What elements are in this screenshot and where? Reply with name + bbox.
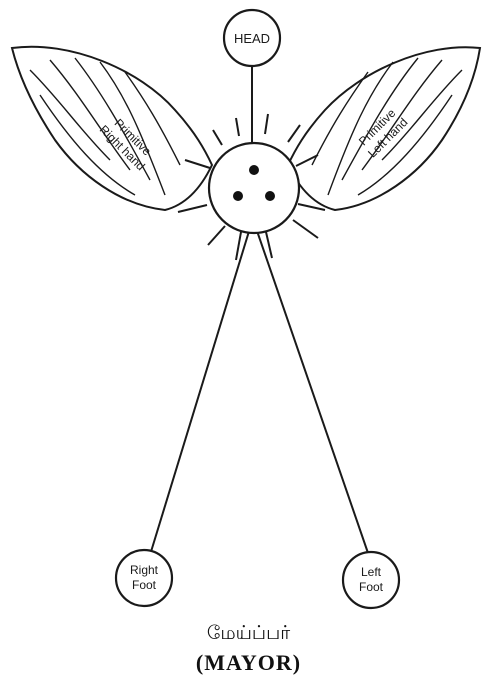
caption-english: (MAYOR) — [0, 650, 497, 676]
right-hand-label: Primitive Right hand — [97, 112, 159, 174]
right-foot-node: Right Foot — [116, 550, 172, 606]
body-dot-right — [265, 191, 275, 201]
right-foot-label-line1: Right — [130, 563, 159, 577]
left-foot-label-line1: Left — [361, 565, 382, 579]
left-foot-node: Left Foot — [343, 552, 399, 608]
left-foot-label-line2: Foot — [359, 580, 384, 594]
caption-tamil: மேய்ப்பர் — [0, 622, 497, 647]
right-leg-line — [150, 228, 250, 555]
right-foot-label-line2: Foot — [132, 578, 157, 592]
body-dot-left — [233, 191, 243, 201]
body-dot-top — [249, 165, 259, 175]
body-node — [209, 143, 299, 233]
left-leg-line — [256, 228, 368, 553]
head-node: HEAD — [224, 10, 280, 66]
head-label: HEAD — [234, 31, 270, 46]
